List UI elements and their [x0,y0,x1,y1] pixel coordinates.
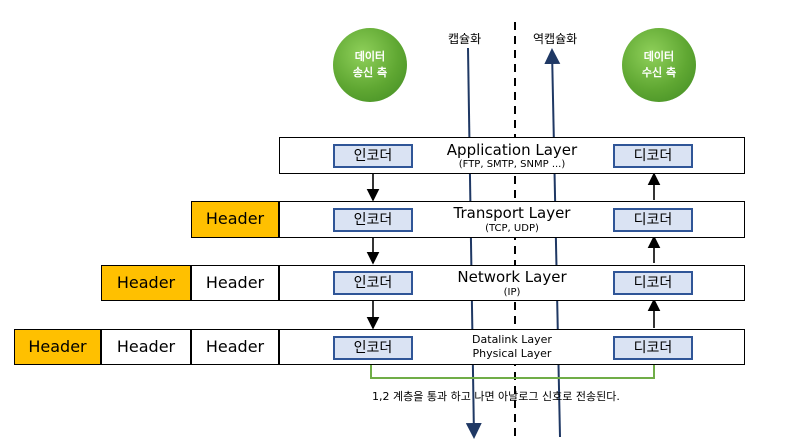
encapsulation-arrow [465,47,482,439]
sender-label: 데이터 송신 측 [352,50,388,79]
receiver-circle: 데이터 수신 측 [622,28,696,102]
decapsulation-arrow [544,48,561,438]
physical-link-bracket [370,365,655,379]
datalink-layer-title: Datalink Layer [472,333,552,346]
datalink-header-box-3: Header [191,329,279,365]
encoder-box: 인코더 [333,144,413,168]
encapsulation-label: 캡슐화 [448,32,482,46]
layer-title: Network Layer [457,268,567,286]
datalink-header-box-1: Header [14,329,101,365]
encoder-box: 인코더 [333,271,413,295]
physical-layer-title: Physical Layer [472,347,552,360]
decapsulation-label: 역캡슐화 [533,32,578,46]
transport-header-box: Header [191,201,279,238]
decoder-box: 디코더 [613,336,693,360]
layer-title: Application Layer [446,141,578,159]
encoder-box: 인코더 [333,336,413,360]
decoder-box: 디코더 [613,144,693,168]
receiver-label: 데이터 수신 측 [641,50,677,79]
layer-title: Transport Layer [453,204,571,222]
analog-signal-note: 1,2 계층을 통과 하고 나면 아날로그 신호로 전송된다. [372,390,620,403]
sender-circle: 데이터 송신 측 [333,28,407,102]
layer-subtitle: (TCP, UDP) [485,223,539,234]
layer-subtitle: (FTP, SMTP, SNMP ...) [458,159,566,170]
network-header-box-inner: Header [191,265,279,301]
decoder-box: 디코더 [613,208,693,232]
network-header-box-outer: Header [101,265,191,301]
datalink-header-box-2: Header [101,329,191,365]
encoder-box: 인코더 [333,208,413,232]
decoder-box: 디코더 [613,271,693,295]
layer-subtitle: (IP) [503,287,521,298]
